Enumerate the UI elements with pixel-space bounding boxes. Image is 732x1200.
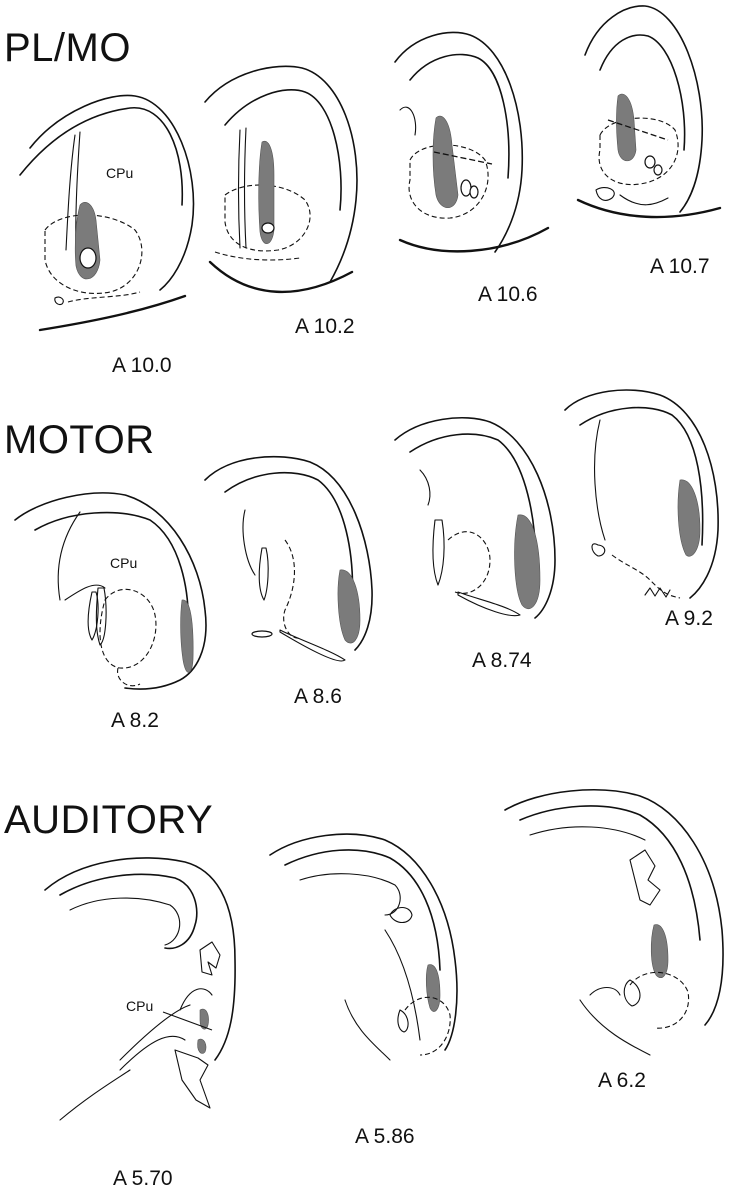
region-label-cpu: CPu (106, 165, 133, 181)
section-panel-a10-0: CPu (19, 94, 195, 332)
panel-label-a6-2: A 6.2 (598, 1069, 646, 1092)
section-panel-a9-2 (564, 389, 719, 599)
panel-label-a5-70: A 5.70 (113, 1167, 173, 1190)
panel-label-a10-7: A 10.7 (650, 255, 710, 278)
section-panel-a5-70: CPu (44, 857, 236, 1121)
panel-label-a8-74: A 8.74 (472, 649, 532, 672)
section-panel-a8-2: CPu (14, 492, 207, 690)
panel-label-a10-2: A 10.2 (295, 315, 355, 338)
section-panel-a10-6 (394, 31, 550, 253)
panel-label-a8-2: A 8.2 (111, 709, 159, 732)
section-title-plmo: PL/MO (4, 26, 131, 70)
panel-label-a5-86: A 5.86 (355, 1125, 415, 1148)
section-panel-a10-2 (204, 65, 358, 294)
panel-label-a9-2: A 9.2 (665, 607, 713, 630)
section-panel-a5-86 (269, 833, 458, 1061)
region-label-cpu-auditory: CPu (126, 998, 153, 1014)
panel-label-a10-6: A 10.6 (478, 283, 538, 306)
section-panel-a8-74 (394, 417, 556, 619)
section-panel-a6-2 (504, 789, 724, 1056)
panel-label-a8-6: A 8.6 (294, 685, 342, 708)
section-title-motor: MOTOR (4, 418, 155, 462)
section-title-auditory: AUDITORY (4, 798, 214, 842)
region-label-cpu-motor: CPu (110, 555, 137, 571)
panel-label-a10-0: A 10.0 (112, 354, 172, 377)
section-panel-a10-7 (576, 5, 722, 219)
section-panel-a8-6 (204, 455, 373, 662)
